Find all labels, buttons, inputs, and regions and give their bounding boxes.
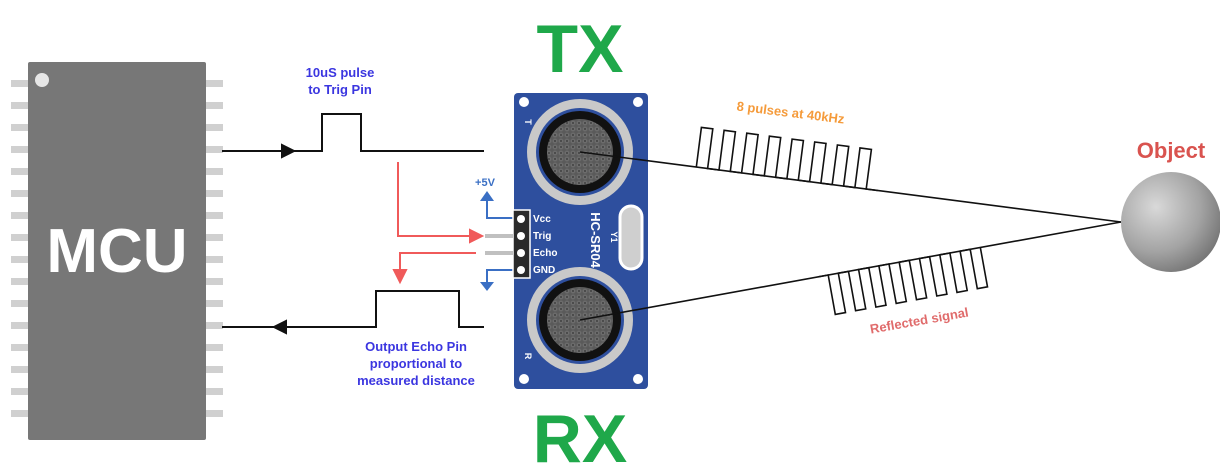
crystal-mark: Y1	[609, 231, 619, 242]
mount-hole	[633, 97, 643, 107]
tx-signal-label: 8 pulses at 40kHz	[736, 98, 846, 126]
pin-header: Vcc Trig Echo GND	[485, 209, 557, 279]
echo-label-line3: measured distance	[357, 373, 475, 388]
trig-flow-arrow	[397, 162, 472, 237]
mount-hole	[633, 374, 643, 384]
mount-hole	[519, 374, 529, 384]
mcu-left-pins	[11, 80, 29, 417]
pin-label-gnd: GND	[533, 265, 555, 276]
model-label: HC-SR04	[588, 212, 603, 268]
power-connections: +5V	[475, 177, 515, 291]
vcc-label: +5V	[475, 177, 496, 189]
red-flow-arrows	[392, 162, 485, 285]
mcu-right-pins	[205, 80, 223, 417]
rx-label: RX	[533, 401, 627, 463]
pin-label-vcc: Vcc	[533, 214, 551, 225]
vcc-wire	[486, 195, 515, 219]
trig-flow-arrow-head	[469, 228, 485, 244]
echo-label-line1: Output Echo Pin	[365, 339, 467, 354]
pin-label-echo: Echo	[533, 248, 557, 259]
crystal-oscillator	[618, 204, 644, 271]
r-mark: R	[523, 353, 533, 360]
vcc-pin	[517, 215, 525, 223]
echo-pulse-waveform	[222, 290, 484, 328]
echo-pin	[517, 249, 525, 257]
target-object: Object	[1121, 138, 1220, 272]
tx-pulse-train	[695, 126, 878, 192]
trigger-signal	[222, 113, 484, 159]
echo-flow-arrow-head	[392, 269, 408, 285]
object-sphere	[1121, 172, 1220, 272]
trigger-label-line2: to Trig Pin	[308, 82, 372, 97]
mcu-label: MCU	[46, 217, 187, 286]
tx-label: TX	[537, 11, 624, 87]
mcu-chip: MCU	[11, 62, 223, 440]
rx-signal-label: Reflected signal	[869, 305, 970, 337]
hc-sr04-board: Y1 HC-SR04 T R Vcc Trig Echo GND	[485, 93, 648, 389]
echo-arrow-head	[271, 319, 287, 335]
echo-signal	[222, 290, 484, 335]
trigger-pulse-waveform	[222, 113, 484, 152]
trig-pin	[517, 232, 525, 240]
echo-flow-arrow	[399, 252, 476, 272]
trigger-arrow-head	[281, 143, 297, 159]
mcu-body	[28, 62, 206, 440]
gnd-pin	[517, 266, 525, 274]
pin-label-trig: Trig	[533, 231, 551, 242]
gnd-symbol	[480, 282, 494, 291]
rx-path-line	[579, 221, 1122, 321]
gnd-wire	[486, 269, 515, 282]
header-block	[512, 209, 531, 279]
mcu-pin1-dot	[35, 73, 49, 87]
ultrasonic-signals	[579, 126, 1122, 321]
echo-label-line2: proportional to	[370, 356, 462, 371]
trigger-label-line1: 10uS pulse	[306, 65, 375, 80]
t-mark: T	[523, 119, 533, 125]
rx-pulse-train	[817, 247, 989, 316]
object-label: Object	[1137, 138, 1206, 163]
vcc-up-arrow	[480, 191, 494, 201]
mount-hole	[519, 97, 529, 107]
